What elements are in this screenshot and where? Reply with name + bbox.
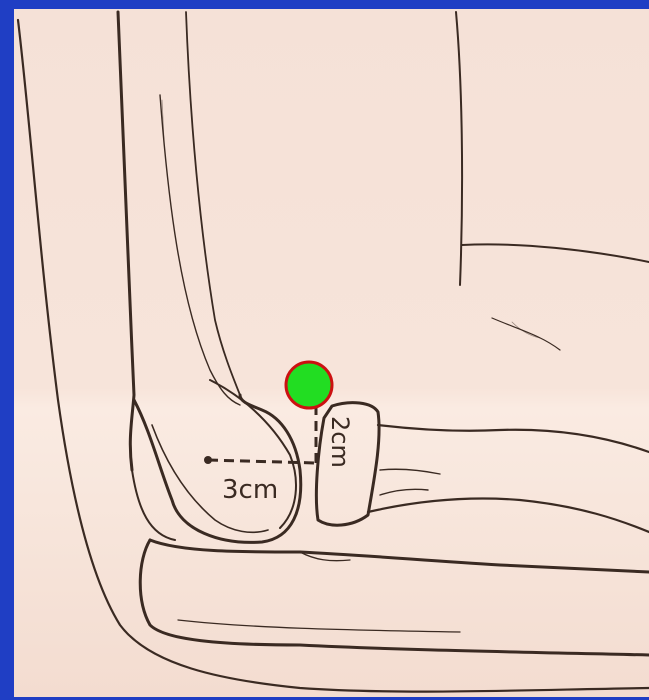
paper-background <box>14 9 649 697</box>
radius-offset-label: 3cm <box>222 475 278 505</box>
position-marker <box>286 362 332 408</box>
ulna-offset-label: 2cm <box>326 416 354 468</box>
measure-start-dot <box>204 456 212 464</box>
